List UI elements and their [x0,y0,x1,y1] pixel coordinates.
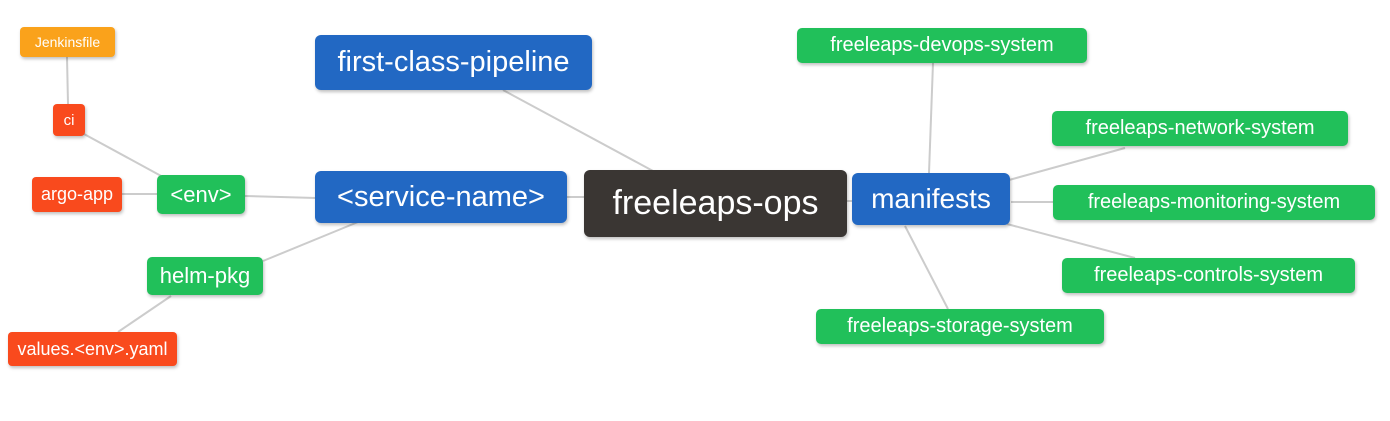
node-first-class-pipeline[interactable]: first-class-pipeline [315,35,592,90]
edge-manifests-network [1008,147,1126,181]
node-argo-app[interactable]: argo-app [32,177,122,212]
edge-env-service-name [244,195,317,199]
node-freeleaps-network-system[interactable]: freeleaps-network-system [1052,111,1348,146]
node-helm-pkg[interactable]: helm-pkg [147,257,263,295]
node-jenkinsfile[interactable]: Jenkinsfile [20,27,115,57]
edge-manifests-storage [904,225,949,310]
edge-ci-env [83,133,164,178]
edge-devops-manifests [928,62,934,174]
node-manifests[interactable]: manifests [852,173,1010,225]
node-freeleaps-storage-system[interactable]: freeleaps-storage-system [816,309,1104,344]
node-freeleaps-controls-system[interactable]: freeleaps-controls-system [1062,258,1355,293]
edge-pipeline-freeleaps-ops [502,89,654,172]
node-freeleaps-ops[interactable]: freeleaps-ops [584,170,847,237]
edge-jenkinsfile-ci [66,56,69,105]
edge-manifests-controls [1006,223,1136,259]
node-service-name[interactable]: <service-name> [315,171,567,223]
node-values-env-yaml[interactable]: values.<env>.yaml [8,332,177,366]
node-freeleaps-monitoring-system[interactable]: freeleaps-monitoring-system [1053,185,1375,220]
node-ci[interactable]: ci [53,104,85,136]
edge-values-helm-pkg [117,295,172,333]
edge-helm-pkg-service-name [262,221,359,262]
node-freeleaps-devops-system[interactable]: freeleaps-devops-system [797,28,1087,63]
node-env[interactable]: <env> [157,175,245,214]
